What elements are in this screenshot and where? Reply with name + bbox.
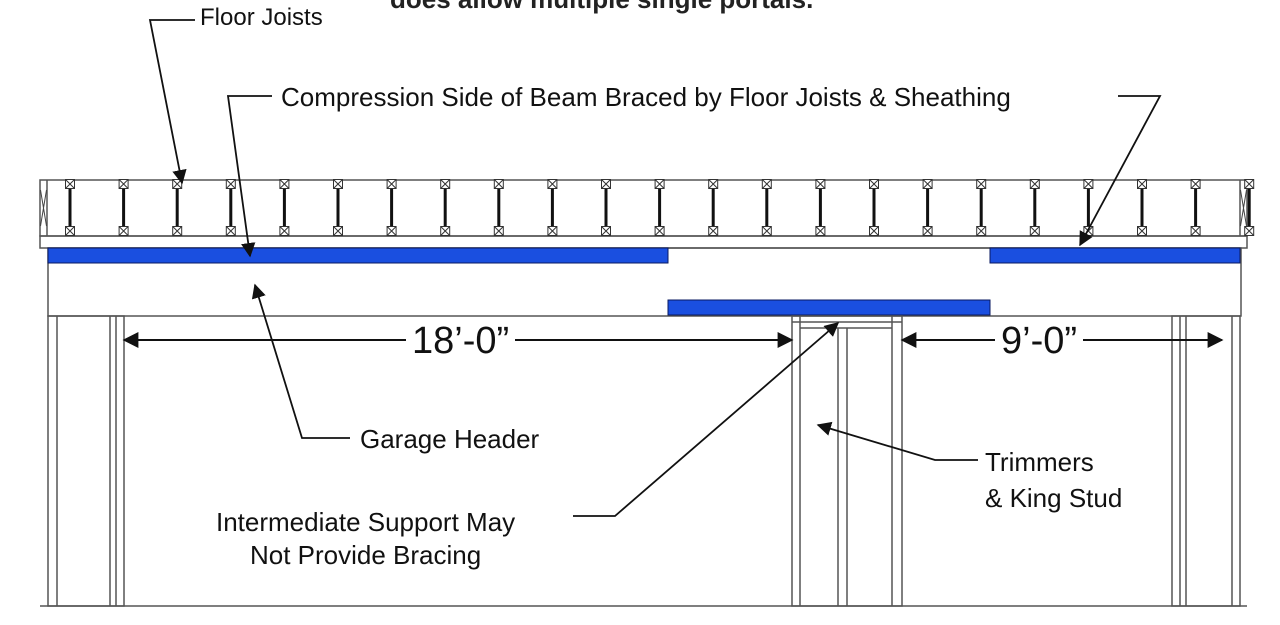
floor-joist [1190,179,1201,236]
bracing-bar-left [47,247,669,264]
floor-joists-group [40,179,1255,236]
rim-block [1240,189,1247,227]
intermediate-support-bar [667,299,991,316]
bracing-bar-right [989,247,1241,264]
compression-side-label: Compression Side of Beam Braced by Floor… [281,82,1011,112]
floor-joist [333,179,343,236]
trimmers-leader [816,421,978,461]
dimension-right-label: 9’-0” [995,320,1084,363]
floor-joist [118,179,129,236]
floor-joist [708,179,719,236]
floor-joist [869,179,879,236]
left-end-post [47,315,125,607]
floor-joist [654,179,665,236]
floor-joist [1244,179,1255,236]
intermediate-support-line1: Intermediate Support May [216,507,516,537]
floor-system [39,179,1248,249]
floor-joist [922,179,933,236]
rim-block [40,189,47,227]
center-trimmers-king-stud [791,315,903,607]
floor-joist [547,179,558,236]
floor-joist [440,179,451,236]
dimension-left-label: 18’-0” [406,320,516,363]
intermediate-support-label: Intermediate Support May Not Provide Bra… [216,506,515,572]
trimmers-line1: Trimmers [985,447,1094,477]
garage-header-leader [251,283,350,439]
floor-joist [815,179,826,236]
floor-joists-leader [148,19,195,185]
floor-joist [386,179,397,236]
cropped-heading: does allow multiple single portals. [390,0,813,15]
floor-joist [761,179,772,236]
floor-joist [976,179,987,236]
right-end-post [1171,315,1241,607]
floor-joist [601,179,611,236]
floor-joist [493,179,504,236]
garage-header-label: Garage Header [360,424,540,454]
floor-joists-label: Floor Joists [200,4,323,31]
compression-leader-left [226,95,272,258]
floor-joist [172,179,183,236]
trimmers-label: Trimmers & King Stud [985,444,1122,516]
floor-joist [1029,179,1040,236]
trimmers-line2: & King Stud [985,483,1123,513]
floor-joist [225,179,236,236]
subfloor-plate [39,235,1248,249]
intermediate-support-leader [573,322,840,517]
floor-joist [1137,179,1147,236]
floor-joist [279,179,290,236]
intermediate-support-line2: Not Provide Bracing [249,540,482,570]
floor-rim-box [39,179,1248,237]
floor-joist [1083,179,1094,236]
floor-joist [65,179,75,236]
compression-leader-right [1079,95,1162,247]
